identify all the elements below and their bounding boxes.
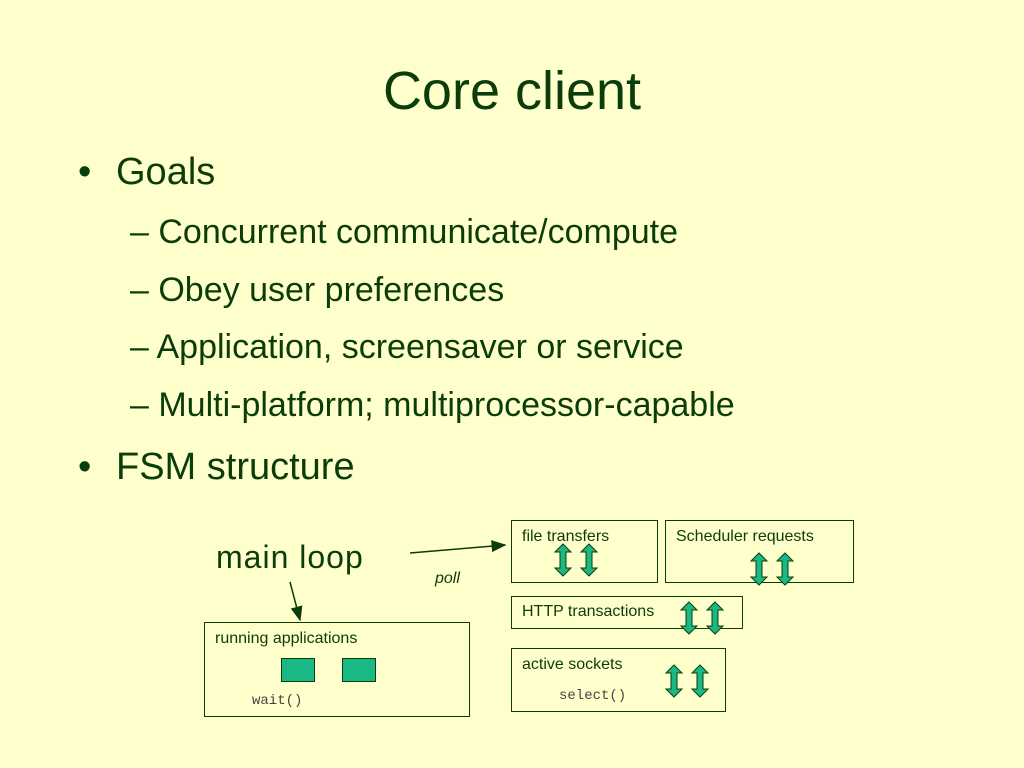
sub-item-1-text: Concurrent communicate/compute: [158, 213, 679, 251]
http-transactions-label: HTTP transactions: [522, 603, 655, 620]
sub-item-2: – Obey user preferences: [130, 270, 504, 310]
running-applications-box: running applications wait(): [204, 622, 470, 717]
running-applications-label: running applications: [215, 630, 358, 647]
main-loop-arrow: [289, 581, 303, 622]
select-call: select(): [559, 688, 627, 704]
bullet-glyph: •: [78, 446, 92, 488]
scheduler-requests-box: Scheduler requests: [665, 520, 854, 586]
bullet-goals: • Goals: [78, 150, 215, 194]
poll-label: poll: [435, 570, 460, 587]
double-arrow-icon: [664, 664, 710, 698]
sub-prefix: –: [130, 271, 159, 309]
double-arrow-icon: [679, 601, 725, 635]
main-loop-label: main loop: [216, 539, 364, 575]
scheduler-requests-label: Scheduler requests: [676, 528, 814, 545]
slide-title: Core client: [382, 61, 642, 121]
wait-call: wait(): [252, 693, 303, 709]
sub-item-4: – Multi-platform; multiprocessor-capable: [130, 385, 735, 425]
http-transactions-box: HTTP transactions: [511, 596, 743, 629]
bullet-fsm-text: FSM structure: [116, 446, 355, 488]
app-square-icon: [342, 658, 376, 682]
sub-item-2-text: Obey user preferences: [158, 271, 505, 309]
file-transfers-box: file transfers: [511, 520, 658, 583]
bullet-goals-text: Goals: [116, 151, 216, 193]
active-sockets-label: active sockets: [522, 656, 623, 673]
app-square-icon: [281, 658, 315, 682]
sub-item-3: – Application, screensaver or service: [130, 327, 684, 367]
active-sockets-box: active sockets select(): [511, 648, 726, 712]
bullet-glyph: •: [78, 151, 92, 193]
sub-prefix: –: [130, 213, 159, 251]
bullet-fsm: • FSM structure: [78, 445, 355, 489]
sub-item-4-text: Multi-platform; multiprocessor-capable: [158, 386, 735, 424]
file-transfers-label: file transfers: [522, 528, 610, 545]
sub-prefix: –: [130, 328, 157, 366]
double-arrow-icon: [553, 543, 599, 577]
poll-arrow: [409, 540, 507, 554]
sub-prefix: –: [130, 386, 159, 424]
double-arrow-icon: [749, 552, 795, 586]
sub-item-1: – Concurrent communicate/compute: [130, 212, 678, 252]
sub-item-3-text: Application, screensaver or service: [156, 328, 684, 366]
